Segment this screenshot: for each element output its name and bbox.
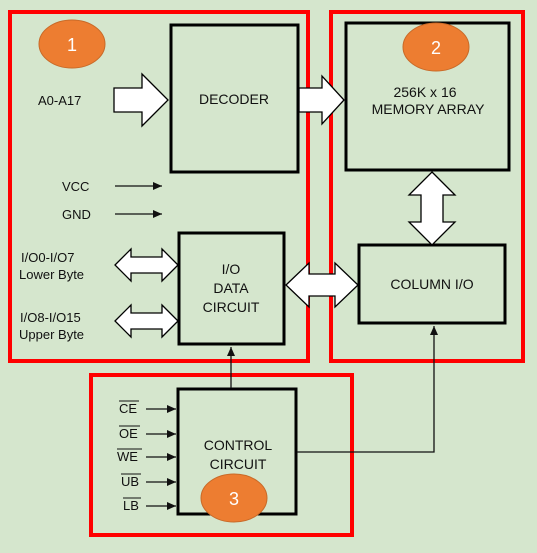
control-to-column-arrow <box>297 326 438 453</box>
io-high-label-2: Upper Byte <box>19 327 84 342</box>
io-low-double-arrow <box>114 247 179 283</box>
region-2-badge: 2 <box>402 22 470 72</box>
io-data-label-2: DATA <box>213 280 249 296</box>
vcc-label: VCC <box>62 179 89 194</box>
memory-array-label-2: MEMORY ARRAY <box>372 101 485 117</box>
address-arrow <box>113 72 169 128</box>
io-high-double-arrow <box>114 303 179 339</box>
region-3-frame <box>89 373 354 537</box>
region-3-badge: 3 <box>200 473 268 523</box>
decoder-block <box>169 23 300 174</box>
control-input-ce: CE <box>119 401 137 416</box>
region-1-badge-number: 1 <box>67 35 77 55</box>
io-to-column-double-arrow <box>285 261 359 309</box>
control-circuit-label-2: CIRCUIT <box>210 456 267 472</box>
io-data-label-3: CIRCUIT <box>203 299 260 315</box>
io-high-label-1: I/O8-I/O15 <box>20 310 81 325</box>
control-input-lb: LB <box>123 498 139 513</box>
control-input-we: WE <box>117 449 138 464</box>
decoder-to-memory-arrow <box>298 74 345 126</box>
region-2-frame <box>329 10 525 363</box>
gnd-label: GND <box>62 207 91 222</box>
column-io-block <box>357 243 507 325</box>
column-io-label: COLUMN I/O <box>390 276 473 292</box>
control-input-oe: OE <box>119 426 138 441</box>
address-label: A0-A17 <box>38 93 81 108</box>
control-circuit-label-1: CONTROL <box>204 437 273 453</box>
control-input-ub: UB <box>121 474 139 489</box>
region-1-frame <box>8 10 310 363</box>
region-1-badge: 1 <box>38 19 106 69</box>
region-2-badge-number: 2 <box>431 38 441 58</box>
io-data-circuit-block <box>177 231 286 346</box>
io-low-label-2: Lower Byte <box>19 267 84 282</box>
memory-array-label-1: 256K x 16 <box>393 84 456 100</box>
io-data-label-1: I/O <box>222 261 241 277</box>
region-3-badge-number: 3 <box>229 489 239 509</box>
decoder-label: DECODER <box>199 91 269 107</box>
memory-to-column-double-arrow <box>407 171 457 246</box>
io-low-label-1: I/O0-I/O7 <box>21 250 74 265</box>
